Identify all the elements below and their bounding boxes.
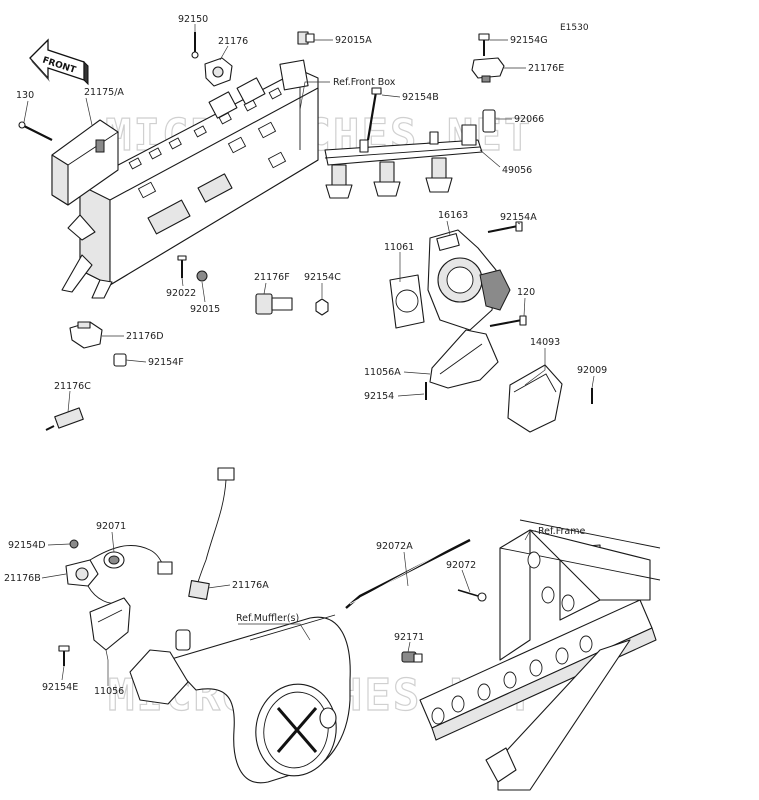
sensor-21176C bbox=[45, 407, 84, 431]
clamp-92171 bbox=[401, 651, 423, 663]
sensor-21176 bbox=[204, 57, 233, 87]
label-ref-muffler: Ref.Muffler(s) bbox=[236, 613, 299, 624]
sensor-21176E bbox=[471, 57, 505, 83]
front-arrow-icon: FRONT bbox=[29, 38, 89, 86]
label-92154A: 92154A bbox=[500, 212, 537, 223]
label-11061: 11061 bbox=[384, 242, 414, 253]
cover-14093 bbox=[507, 364, 563, 433]
bolt-92154B bbox=[366, 87, 382, 141]
gasket-11061 bbox=[389, 274, 425, 329]
sensor-21176F bbox=[255, 293, 293, 315]
label-92154F: 92154F bbox=[148, 357, 184, 368]
label-92154C: 92154C bbox=[304, 272, 341, 283]
label-21176D: 21176D bbox=[126, 331, 164, 342]
label-92171: 92171 bbox=[394, 632, 424, 643]
bolt-92154D bbox=[69, 539, 79, 549]
ecu-module bbox=[51, 119, 119, 206]
bolt-92150 bbox=[191, 32, 199, 59]
label-21176E: 21176E bbox=[528, 63, 564, 74]
label-14093: 14093 bbox=[530, 337, 560, 348]
label-92154D: 92154D bbox=[8, 540, 46, 551]
label-21176A: 21176A bbox=[232, 580, 269, 591]
bolt-92154E bbox=[58, 645, 70, 666]
label-21175A: 21175/A bbox=[84, 87, 124, 98]
bolt-92022 bbox=[177, 255, 187, 278]
spacer-92066 bbox=[482, 109, 496, 133]
label-92150: 92150 bbox=[178, 14, 208, 25]
fuel-rail-assembly bbox=[324, 124, 483, 199]
part-labels: 92150 21176 92015A 92154G 21176E Ref.Fro… bbox=[4, 14, 607, 697]
label-92154G: 92154G bbox=[510, 35, 548, 46]
label-11056: 11056 bbox=[94, 686, 124, 697]
sensor-21176D bbox=[69, 321, 103, 349]
bolt-92154G bbox=[478, 33, 490, 56]
bolt-92154F bbox=[113, 353, 127, 367]
frame bbox=[419, 519, 661, 791]
bracket-11056A bbox=[429, 329, 499, 389]
label-11056A: 11056A bbox=[364, 367, 401, 378]
label-16163: 16163 bbox=[438, 210, 468, 221]
sensor-21176B bbox=[65, 545, 173, 604]
bolt-92154A bbox=[487, 221, 523, 233]
label-92009: 92009 bbox=[577, 365, 607, 376]
muffler bbox=[129, 614, 351, 784]
cable-tie-92072A bbox=[345, 537, 471, 609]
label-21176C: 21176C bbox=[54, 381, 91, 392]
label-21176F: 21176F bbox=[254, 272, 290, 283]
label-92072A: 92072A bbox=[376, 541, 413, 552]
leader-lines bbox=[23, 24, 595, 686]
nut-92015A bbox=[297, 31, 315, 45]
label-92022: 92022 bbox=[166, 288, 196, 299]
label-21176: 21176 bbox=[218, 36, 248, 47]
bracket-11056 bbox=[89, 597, 131, 651]
diagram-code: E1530 bbox=[560, 23, 589, 33]
label-92072: 92072 bbox=[446, 560, 476, 571]
label-92015: 92015 bbox=[190, 304, 220, 315]
label-92154B: 92154B bbox=[402, 92, 439, 103]
label-92154E: 92154E bbox=[42, 682, 78, 693]
label-92071: 92071 bbox=[96, 521, 126, 532]
label-120: 120 bbox=[517, 287, 535, 298]
label-92015A: 92015A bbox=[335, 35, 372, 46]
nut-92154C bbox=[315, 298, 329, 316]
grommet-92071 bbox=[103, 551, 125, 569]
label-92066: 92066 bbox=[514, 114, 544, 125]
o2-sensor-21176A bbox=[188, 467, 235, 600]
front-box-bracket bbox=[61, 59, 319, 299]
bolt-120 bbox=[489, 315, 527, 327]
label-ref-frame: Ref.Frame bbox=[538, 526, 585, 537]
throttle-body bbox=[427, 229, 511, 331]
label-ref-front-box: Ref.Front Box bbox=[333, 77, 396, 88]
label-92154: 92154 bbox=[364, 391, 394, 402]
cable-tie-92072 bbox=[457, 589, 487, 602]
label-21176B: 21176B bbox=[4, 573, 41, 584]
label-49056: 49056 bbox=[502, 165, 532, 176]
nut-92015 bbox=[196, 270, 208, 282]
bolt-130 bbox=[18, 121, 53, 141]
label-130: 130 bbox=[16, 90, 34, 101]
